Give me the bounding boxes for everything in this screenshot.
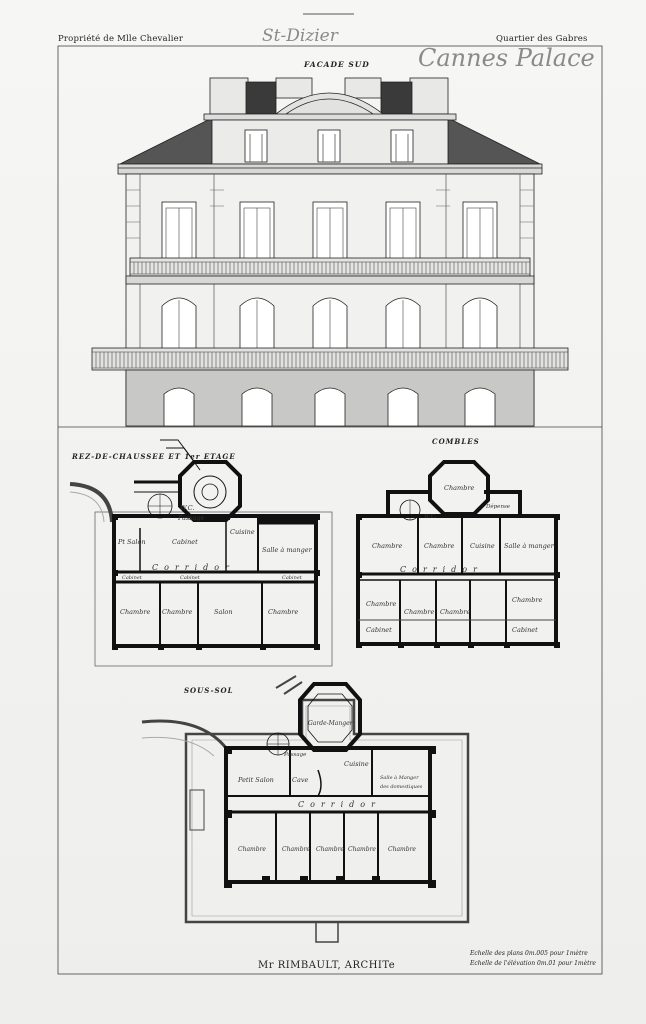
district-label: Quartier des Gabres <box>496 34 588 44</box>
bs-garde-manger: Garde-Manger <box>308 720 353 727</box>
gf-chambre-2: Chambre <box>162 608 193 616</box>
gf-corridor: Corridor <box>152 563 235 572</box>
sheet-frame <box>57 45 603 975</box>
at-cuisine: Cuisine <box>470 542 495 550</box>
at-wc: W.C. <box>424 514 437 520</box>
gf-pt-salon: Pt Salon <box>118 538 146 546</box>
attic-piers <box>356 514 560 648</box>
gf-chambre-3: Chambre <box>268 608 299 616</box>
ground-floor-label: REZ-DE-CHAUSSEE ET 1er ETAGE <box>72 452 236 461</box>
gf-cabinet-c: Cabinet <box>282 575 302 581</box>
bs-chambre-1: Chambre <box>238 846 266 853</box>
basement-piers <box>224 746 436 888</box>
at-chambre-1: Chambre <box>372 542 403 550</box>
gf-cabinet-a: Cabinet <box>122 575 142 581</box>
gf-wc: W.C. <box>180 504 195 512</box>
gf-salon: Salon <box>214 608 233 616</box>
south-facade-elevation <box>91 77 569 427</box>
scale-note-elevation: Echelle de l'élévation 0m.01 pour 1mètre <box>470 960 596 967</box>
basement-plan <box>141 675 470 943</box>
gf-cuisine: Cuisine <box>230 528 255 536</box>
at-chambre-4: Chambre <box>404 608 435 616</box>
balustrade <box>95 262 565 368</box>
bs-cuisine: Cuisine <box>344 760 369 768</box>
facade-label: FACADE SUD <box>304 60 370 69</box>
at-depense: Dépense <box>486 504 511 510</box>
bs-salle-domestiques: Salle à Manger des domestiques <box>380 775 423 790</box>
scale-note-plans: Echelle des plans 0m.005 pour 1mètre <box>470 950 588 957</box>
bs-chambre-4: Chambre <box>348 846 376 853</box>
ground-floor-plan <box>69 439 333 667</box>
bs-chambre-5: Chambre <box>388 846 416 853</box>
attic-label: COMBLES <box>432 437 480 446</box>
at-chambre-2: Chambre <box>424 542 455 550</box>
architect-credit: Mr RIMBAULT, ARCHITe <box>258 960 396 971</box>
gf-cabinet-b: Cabinet <box>180 575 200 581</box>
ground-floor-piers <box>112 514 320 650</box>
handwritten-title: Cannes Palace <box>418 44 595 72</box>
gf-salle-manger: Salle à manger <box>262 546 312 554</box>
at-cabinet-1: Cabinet <box>366 626 392 634</box>
bs-chambre-3: Chambre <box>316 846 344 853</box>
gf-cabinet: Cabinet <box>172 538 198 546</box>
handwritten-location: St-Dizier <box>262 26 338 46</box>
gf-passage: Passage <box>178 514 205 522</box>
owner-label: Propriété de Mlle Chevalier <box>58 34 184 44</box>
at-chambre-top: Chambre <box>444 484 475 492</box>
bs-corridor: Corridor <box>298 800 381 809</box>
at-chambre-5: Chambre <box>440 608 471 616</box>
bs-cave: Cave <box>292 776 309 784</box>
bs-pt-salon: Petit Salon <box>238 776 274 784</box>
at-cabinet-2: Cabinet <box>512 626 538 634</box>
basement-label: SOUS-SOL <box>184 686 234 695</box>
at-chambre-6: Chambre <box>512 596 543 604</box>
bs-passage: Passage <box>284 752 307 758</box>
attic-plan <box>356 460 558 646</box>
at-salle-manger: Salle à manger <box>504 542 554 550</box>
gf-chambre-1: Chambre <box>120 608 151 616</box>
at-corridor: Corridor <box>400 565 483 574</box>
bs-chambre-2: Chambre <box>282 846 310 853</box>
at-chambre-3: Chambre <box>366 600 397 608</box>
